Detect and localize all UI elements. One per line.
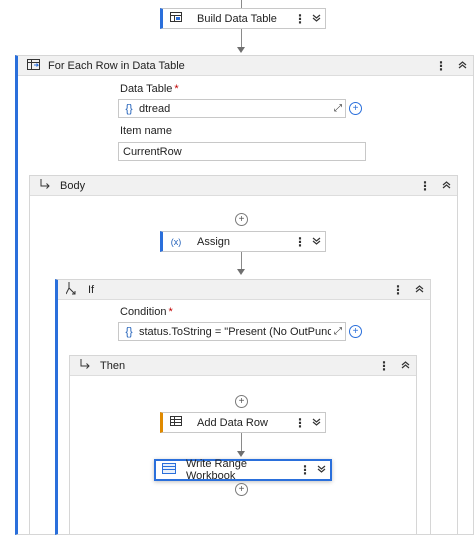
table-row-icon	[163, 416, 189, 429]
spreadsheet-icon	[156, 463, 182, 477]
activity-write-range-workbook[interactable]: Write Range Workbook ⋮	[154, 458, 332, 482]
panel-title: Then	[100, 359, 126, 372]
connector-arrow	[237, 451, 245, 457]
add-activity-icon[interactable]: +	[235, 213, 248, 226]
data-table-label: Data Table*	[120, 83, 179, 95]
collapse-chevron-icon[interactable]	[408, 284, 430, 295]
connector-line	[241, 29, 242, 47]
then-arrow-icon	[70, 358, 100, 373]
collapse-chevron-icon[interactable]	[435, 180, 457, 191]
collapse-chevron-icon[interactable]	[394, 360, 416, 371]
add-activity-icon[interactable]: +	[235, 395, 248, 408]
required-marker: *	[174, 83, 179, 95]
activity-build-data-table[interactable]: Build Data Table ⋮	[160, 8, 326, 29]
activity-label: Build Data Table	[197, 12, 277, 25]
expression-icon: {}	[125, 102, 133, 115]
connector-arrow	[237, 47, 245, 53]
connector-line	[241, 433, 242, 451]
kebab-menu-icon[interactable]: ⋮	[378, 358, 390, 373]
item-name-input[interactable]: CurrentRow	[118, 142, 366, 161]
kebab-menu-icon[interactable]: ⋮	[392, 282, 404, 297]
required-marker: *	[168, 306, 173, 318]
kebab-menu-icon[interactable]: ⋮	[299, 463, 311, 477]
body-header[interactable]: Body ⋮	[30, 176, 457, 196]
table-build-icon	[163, 12, 189, 25]
panel-title: Body	[60, 179, 86, 192]
expand-editor-icon[interactable]: ⤢	[334, 103, 342, 114]
condition-value: status.ToString = "Present (No OutPunch)	[139, 325, 331, 338]
if-header[interactable]: If ⋮	[58, 280, 430, 300]
if-branch-icon	[58, 281, 88, 298]
item-name-value: CurrentRow	[123, 145, 182, 158]
connector-line	[241, 252, 242, 269]
expand-chevron-icon[interactable]	[307, 14, 325, 24]
kebab-menu-icon[interactable]: ⋮	[294, 234, 306, 249]
data-table-input[interactable]: {} dtread ⤢	[118, 99, 346, 118]
condition-input[interactable]: {} status.ToString = "Present (No OutPun…	[118, 322, 346, 341]
expand-editor-icon[interactable]: ⤢	[334, 326, 342, 337]
condition-label: Condition*	[120, 306, 173, 318]
then-panel: Then ⋮	[69, 355, 417, 535]
activity-add-data-row[interactable]: Add Data Row ⋮	[160, 412, 326, 433]
for-each-header[interactable]: For Each Row in Data Table ⋮	[18, 56, 473, 76]
activity-assign[interactable]: (x) Assign ⋮	[160, 231, 326, 252]
for-each-table-icon	[18, 58, 48, 73]
assign-variable-icon: (x)	[170, 236, 182, 247]
kebab-menu-icon[interactable]: ⋮	[435, 58, 447, 73]
expand-chevron-icon[interactable]	[307, 237, 325, 247]
body-arrow-icon	[30, 178, 60, 193]
connector-arrow	[237, 269, 245, 275]
expression-icon: {}	[125, 325, 133, 338]
expand-chevron-icon[interactable]	[312, 465, 330, 475]
panel-title: If	[88, 283, 95, 296]
then-header[interactable]: Then ⋮	[70, 356, 416, 376]
connector-line	[241, 0, 242, 8]
item-name-label: Item name	[120, 125, 172, 137]
panel-title: For Each Row in Data Table	[48, 59, 185, 72]
activity-label: Add Data Row	[197, 416, 268, 429]
add-activity-icon[interactable]: +	[235, 483, 248, 496]
kebab-menu-icon[interactable]: ⋮	[294, 415, 306, 430]
kebab-menu-icon[interactable]: ⋮	[294, 11, 306, 26]
add-plus-icon[interactable]: +	[349, 102, 362, 115]
activity-label: Write Range Workbook	[186, 458, 247, 482]
expand-chevron-icon[interactable]	[307, 418, 325, 428]
collapse-chevron-icon[interactable]	[451, 60, 473, 71]
data-table-value: dtread	[139, 102, 171, 115]
activity-label: Assign	[197, 235, 231, 248]
add-plus-icon[interactable]: +	[349, 325, 362, 338]
kebab-menu-icon[interactable]: ⋮	[419, 178, 431, 193]
